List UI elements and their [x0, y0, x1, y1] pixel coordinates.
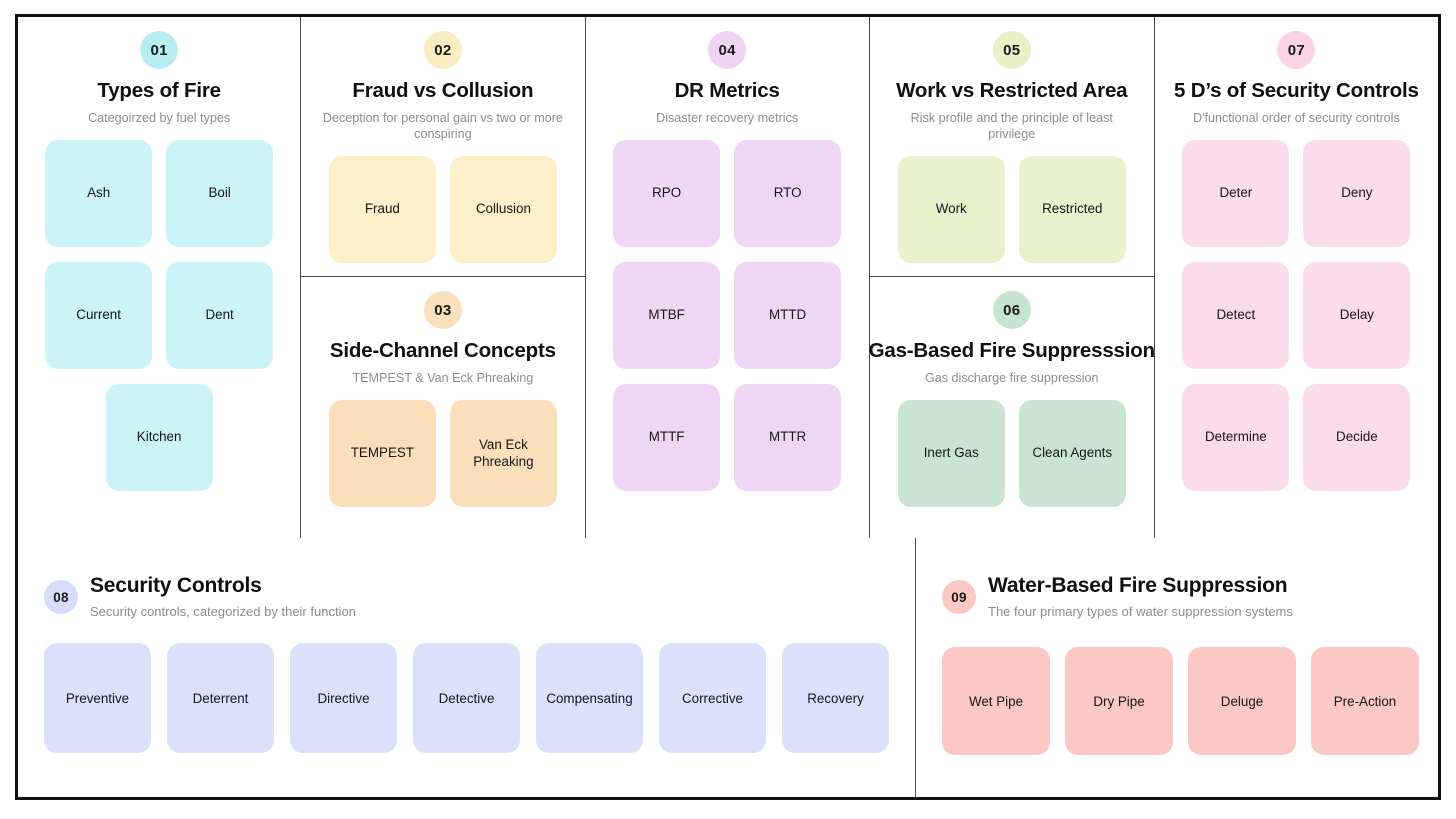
panel-subtitle-07: D'functional order of security controls — [1192, 110, 1400, 125]
panel-security-controls[interactable]: 08 Security Controls Security controls, … — [18, 538, 916, 797]
tile[interactable]: Van Eck Phreaking — [449, 400, 557, 508]
panel-work-vs-restricted-area[interactable]: 05 Work vs Restricted Area Risk profile … — [869, 17, 1154, 277]
tile[interactable]: Clean Agents — [1018, 400, 1126, 508]
panel-badge-06: 06 — [992, 291, 1031, 329]
panel-header-09: 09 Water-Based Fire Suppression The four… — [942, 574, 1419, 621]
panel-title-01: Types of Fire — [97, 79, 221, 102]
tile[interactable]: Recovery — [782, 643, 889, 754]
tile[interactable]: Deterrent — [167, 643, 274, 754]
tile[interactable]: Kitchen — [105, 384, 213, 492]
panel-subtitle-02: Deception for personal gain vs two or mo… — [322, 110, 563, 142]
tile[interactable]: Fraud — [328, 156, 436, 264]
tile[interactable]: MTBF — [613, 262, 721, 370]
tile[interactable]: Ash — [45, 140, 153, 248]
tile[interactable]: Determine — [1182, 384, 1290, 492]
panel-side-channel-concepts[interactable]: 03 Side-Channel Concepts TEMPEST & Van E… — [301, 277, 584, 538]
tile[interactable]: Detective — [413, 643, 520, 754]
column-1: 01 Types of Fire Categoirzed by fuel typ… — [18, 17, 302, 538]
panel-badge-03: 03 — [423, 291, 462, 329]
panel-subtitle-08: Security controls, categorized by their … — [90, 604, 356, 620]
tile[interactable]: TEMPEST — [328, 400, 436, 508]
panel-types-of-fire[interactable]: 01 Types of Fire Categoirzed by fuel typ… — [18, 17, 300, 538]
tile[interactable]: Collusion — [449, 156, 557, 264]
panel-title-03: Side-Channel Concepts — [329, 339, 556, 362]
tile[interactable]: Deny — [1303, 140, 1411, 248]
panel-fraud-vs-collusion[interactable]: 02 Fraud vs Collusion Deception for pers… — [301, 17, 585, 277]
panel-title-08: Security Controls — [90, 574, 262, 597]
tile[interactable]: Inert Gas — [897, 400, 1005, 508]
panel-title-07: 5 D’s of Security Controls — [1174, 79, 1419, 102]
panel-badge-02: 02 — [423, 31, 462, 69]
panel-subtitle-04: Disaster recovery metrics — [656, 110, 799, 125]
panel-badge-09: 09 — [942, 580, 976, 614]
tile[interactable]: Preventive — [44, 643, 151, 754]
tile[interactable]: Decide — [1303, 384, 1411, 492]
panel-subtitle-05: Risk profile and the principle of least … — [910, 110, 1113, 142]
panel-subtitle-09: The four primary types of water suppress… — [988, 604, 1293, 620]
panel-title-06: Gas-Based Fire Suppresssion — [868, 339, 1155, 362]
tile[interactable]: Directive — [290, 643, 397, 754]
panel-badge-08: 08 — [44, 580, 78, 614]
panel-badge-05: 05 — [992, 31, 1031, 69]
column-3: 04 DR Metrics Disaster recovery metrics … — [586, 17, 870, 538]
tile[interactable]: Dent — [166, 262, 274, 370]
tile[interactable]: Work — [897, 156, 1005, 264]
tile[interactable]: Corrective — [659, 643, 766, 754]
tile[interactable]: Deluge — [1188, 647, 1296, 756]
column-4: 05 Work vs Restricted Area Risk profile … — [868, 17, 1155, 538]
tile[interactable]: Wet Pipe — [942, 647, 1050, 756]
panel-header-text-08: Security Controls Security controls, cat… — [90, 574, 356, 621]
panel-gas-based-fire-suppression[interactable]: 06 Gas-Based Fire Suppresssion Gas disch… — [868, 277, 1155, 538]
tile[interactable]: MTTD — [734, 262, 842, 370]
tile[interactable]: RPO — [613, 140, 721, 248]
tile[interactable]: Current — [45, 262, 153, 370]
panel-subtitle-06: Gas discharge fire suppression — [924, 370, 1099, 385]
panel-title-05: Work vs Restricted Area — [896, 79, 1128, 102]
panel-header-text-09: Water-Based Fire Suppression The four pr… — [988, 574, 1293, 621]
tile[interactable]: MTTF — [613, 384, 721, 492]
bottom-row: 08 Security Controls Security controls, … — [18, 538, 1438, 797]
tile[interactable]: Compensating — [536, 643, 643, 754]
panel-water-based-fire-suppression[interactable]: 09 Water-Based Fire Suppression The four… — [916, 538, 1445, 797]
panel-5ds-of-security-controls[interactable]: 07 5 D’s of Security Controls D'function… — [1155, 17, 1438, 538]
tile[interactable]: Boil — [166, 140, 274, 248]
tile[interactable]: Delay — [1303, 262, 1411, 370]
tile[interactable]: Detect — [1182, 262, 1290, 370]
panel-subtitle-01: Categoirzed by fuel types — [88, 110, 231, 125]
panel-header-08: 08 Security Controls Security controls, … — [44, 574, 889, 621]
column-2: 02 Fraud vs Collusion Deception for pers… — [301, 17, 586, 538]
tile[interactable]: Deter — [1182, 140, 1290, 248]
tile[interactable]: MTTR — [734, 384, 842, 492]
tile[interactable]: Dry Pipe — [1065, 647, 1173, 756]
panel-title-04: DR Metrics — [674, 79, 780, 102]
panel-badge-04: 04 — [708, 31, 747, 69]
panel-title-02: Fraud vs Collusion — [352, 79, 534, 102]
panel-subtitle-03: TEMPEST & Van Eck Phreaking — [352, 370, 534, 385]
panel-title-09: Water-Based Fire Suppression — [988, 574, 1288, 597]
tile[interactable]: RTO — [734, 140, 842, 248]
panel-badge-07: 07 — [1277, 31, 1316, 69]
column-5: 07 5 D’s of Security Controls D'function… — [1155, 17, 1438, 538]
panel-badge-01: 01 — [140, 31, 179, 69]
concept-board: 01 Types of Fire Categoirzed by fuel typ… — [15, 14, 1441, 800]
panel-dr-metrics[interactable]: 04 DR Metrics Disaster recovery metrics … — [586, 17, 869, 538]
tile[interactable]: Pre-Action — [1311, 647, 1419, 756]
tile[interactable]: Restricted — [1018, 156, 1126, 264]
top-row: 01 Types of Fire Categoirzed by fuel typ… — [18, 17, 1438, 538]
